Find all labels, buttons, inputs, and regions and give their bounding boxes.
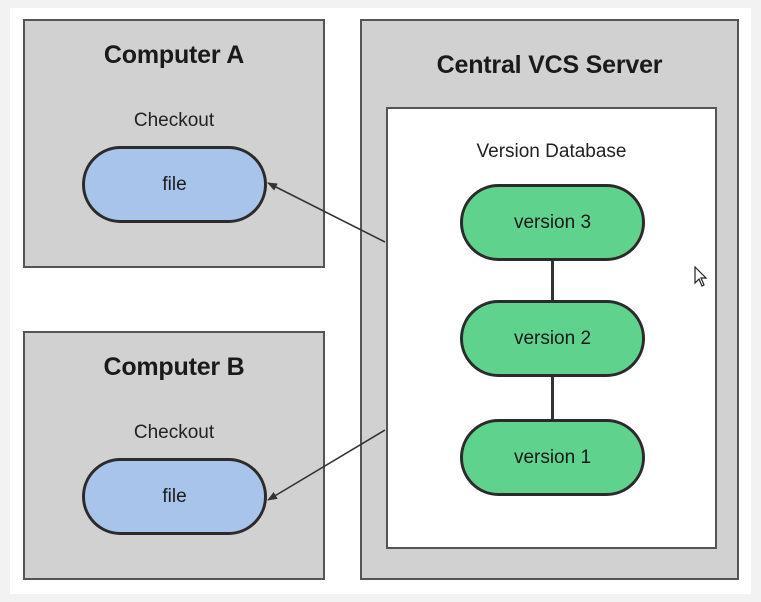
- version-node-1: version 1: [460, 419, 645, 496]
- version-node-label: version 1: [513, 446, 592, 468]
- computer-b-title: Computer B: [103, 353, 245, 381]
- computer-b-checkout-label: Checkout: [133, 422, 215, 443]
- version-node-label: version 3: [513, 211, 592, 233]
- computer-b-file-label: file: [162, 485, 187, 507]
- version-node-3: version 3: [460, 184, 645, 261]
- version-connector: [551, 261, 554, 300]
- computer-b-file-node: file: [82, 458, 267, 535]
- computer-a-title: Computer A: [103, 41, 245, 69]
- central-vcs-server-panel: Central VCS Server Version Database vers…: [360, 19, 739, 580]
- computer-a-file-node: file: [82, 146, 267, 223]
- version-connector: [551, 377, 554, 419]
- computer-b-panel: Computer B Checkout file: [23, 331, 325, 580]
- computer-a-checkout-label: Checkout: [133, 110, 215, 131]
- mouse-pointer-icon: [694, 266, 708, 287]
- version-node-2: version 2: [460, 300, 645, 377]
- version-node-label: version 2: [513, 327, 592, 349]
- version-database-box: Version Database version 3 version 2 ver…: [386, 107, 717, 549]
- version-database-label: Version Database: [476, 141, 627, 162]
- computer-a-file-label: file: [162, 173, 187, 195]
- server-title: Central VCS Server: [436, 51, 663, 79]
- computer-a-panel: Computer A Checkout file: [23, 19, 325, 268]
